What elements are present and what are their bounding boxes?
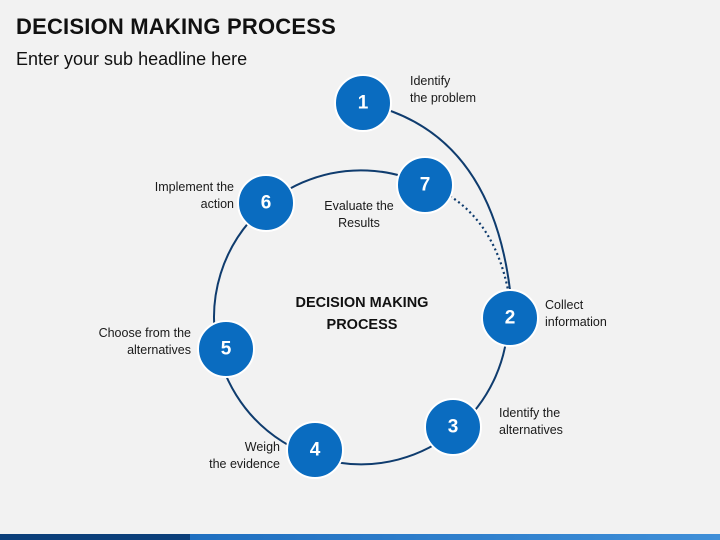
step-circle-3: 3 (424, 398, 482, 456)
step-number: 7 (420, 175, 431, 196)
step-circle-5: 5 (197, 320, 255, 378)
dotted-path-7-to-2 (449, 195, 510, 291)
diagram-center-title: DECISION MAKING PROCESS (295, 295, 429, 333)
step-circle-2: 2 (481, 289, 539, 347)
step-number: 4 (310, 440, 321, 461)
step-circle-4: 4 (286, 421, 344, 479)
step-number: 2 (505, 308, 516, 329)
bottom-bar-light-segment (190, 534, 720, 540)
step-circle-6: 6 (237, 174, 295, 232)
step-circle-1: 1 (334, 74, 392, 132)
step-number: 6 (261, 193, 272, 214)
page-title: DECISION MAKING PROCESS (16, 14, 336, 39)
bottom-bar-dark-segment (0, 534, 190, 540)
step-number: 5 (221, 339, 232, 360)
bottom-accent-bar (0, 534, 720, 540)
step-number: 1 (358, 93, 369, 114)
page-subtitle: Enter your sub headline here (16, 49, 248, 69)
step-number: 3 (448, 417, 459, 438)
path-1-to-2 (362, 102, 511, 291)
step-circle-7: 7 (396, 156, 454, 214)
